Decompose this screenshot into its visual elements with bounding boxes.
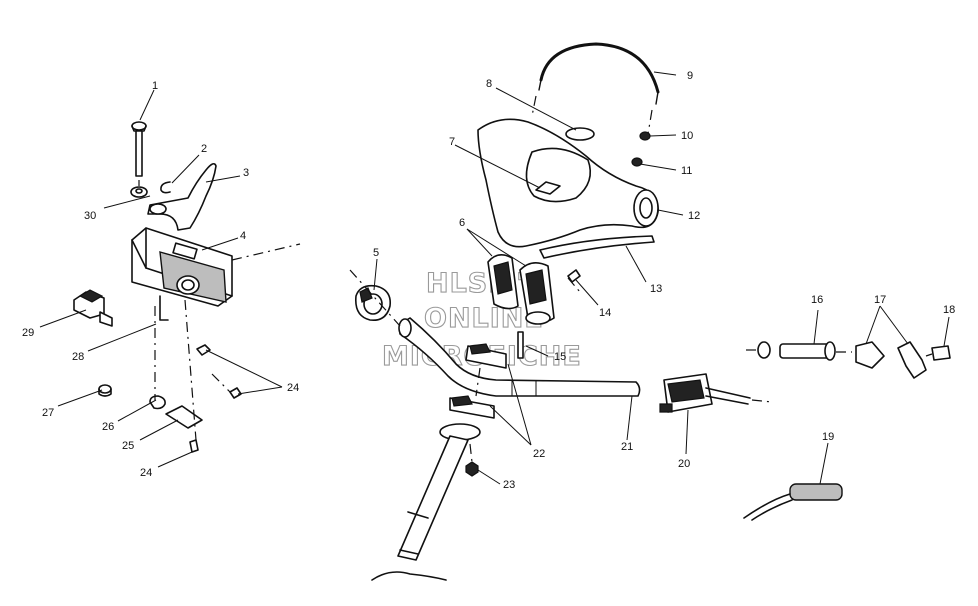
center-axis-lines bbox=[349, 269, 581, 463]
callout-5: 5 bbox=[373, 247, 379, 259]
callout-21: 21 bbox=[621, 441, 633, 453]
part-washer bbox=[130, 186, 148, 198]
callout-12: 12 bbox=[688, 210, 700, 222]
callout-2: 2 bbox=[201, 143, 207, 155]
callout-24-top: 24 bbox=[287, 382, 299, 394]
callout-14: 14 bbox=[599, 307, 611, 319]
part-elbows bbox=[855, 341, 927, 379]
callout-24-bottom: 24 bbox=[140, 467, 152, 479]
part-pad-oval bbox=[565, 127, 595, 141]
part-clamps-22 bbox=[449, 343, 507, 419]
callout-20: 20 bbox=[678, 458, 690, 470]
part-nut bbox=[98, 384, 112, 397]
callout-9: 9 bbox=[687, 70, 693, 82]
part-steering-post bbox=[371, 423, 481, 581]
part-grip bbox=[757, 341, 836, 361]
callout-30: 30 bbox=[84, 210, 96, 222]
callout-6: 6 bbox=[459, 217, 465, 229]
right-axis-lines bbox=[746, 349, 933, 403]
callout-10: 10 bbox=[681, 130, 693, 142]
part-plate bbox=[165, 405, 203, 429]
part-clip bbox=[160, 181, 171, 194]
part-grip-insert bbox=[354, 284, 392, 322]
callout-8: 8 bbox=[486, 78, 492, 90]
callout-23: 23 bbox=[503, 479, 515, 491]
callout-7: 7 bbox=[449, 136, 455, 148]
part-heater-coil bbox=[743, 483, 843, 521]
part-bolt bbox=[131, 121, 147, 177]
callout-1: 1 bbox=[152, 80, 158, 92]
part-switch bbox=[73, 289, 113, 327]
callout-16: 16 bbox=[811, 294, 823, 306]
callout-4: 4 bbox=[240, 230, 246, 242]
part-screw-14 bbox=[567, 269, 581, 283]
callout-11: 11 bbox=[681, 165, 692, 177]
callout-29: 29 bbox=[22, 327, 34, 339]
part-handlebar-pad bbox=[477, 118, 659, 248]
part-nut-10 bbox=[639, 131, 651, 141]
part-strap bbox=[539, 235, 655, 259]
part-screw-18 bbox=[931, 345, 951, 361]
part-clamps bbox=[487, 254, 555, 325]
left-axis-lines bbox=[138, 180, 301, 441]
part-throttle-lever bbox=[147, 162, 217, 231]
callout-15: 15 bbox=[554, 351, 566, 363]
part-clip-small bbox=[149, 395, 166, 410]
callout-25: 25 bbox=[122, 440, 134, 452]
watermark-line-2: ONLINE bbox=[424, 303, 544, 334]
callout-numbers: 1 2 3 30 4 29 28 27 26 25 24 24 5 6 7 8 … bbox=[22, 70, 955, 491]
callout-22: 22 bbox=[533, 448, 545, 460]
part-handlebar bbox=[398, 317, 641, 397]
callout-19: 19 bbox=[822, 431, 834, 443]
callout-13: 13 bbox=[650, 283, 662, 295]
callout-28: 28 bbox=[72, 351, 84, 363]
callout-26: 26 bbox=[102, 421, 114, 433]
part-screws bbox=[189, 344, 242, 453]
callout-27: 27 bbox=[42, 407, 54, 419]
part-throttle-housing bbox=[131, 227, 233, 321]
callout-18: 18 bbox=[943, 304, 955, 316]
part-switch-housing bbox=[659, 373, 751, 413]
part-nut-23 bbox=[465, 461, 479, 477]
leader-lines bbox=[39, 71, 950, 485]
callout-17: 17 bbox=[874, 294, 886, 306]
part-cable bbox=[539, 42, 660, 94]
part-nut-11 bbox=[631, 157, 643, 167]
callout-3: 3 bbox=[243, 167, 249, 179]
part-bolt-15 bbox=[517, 331, 524, 359]
